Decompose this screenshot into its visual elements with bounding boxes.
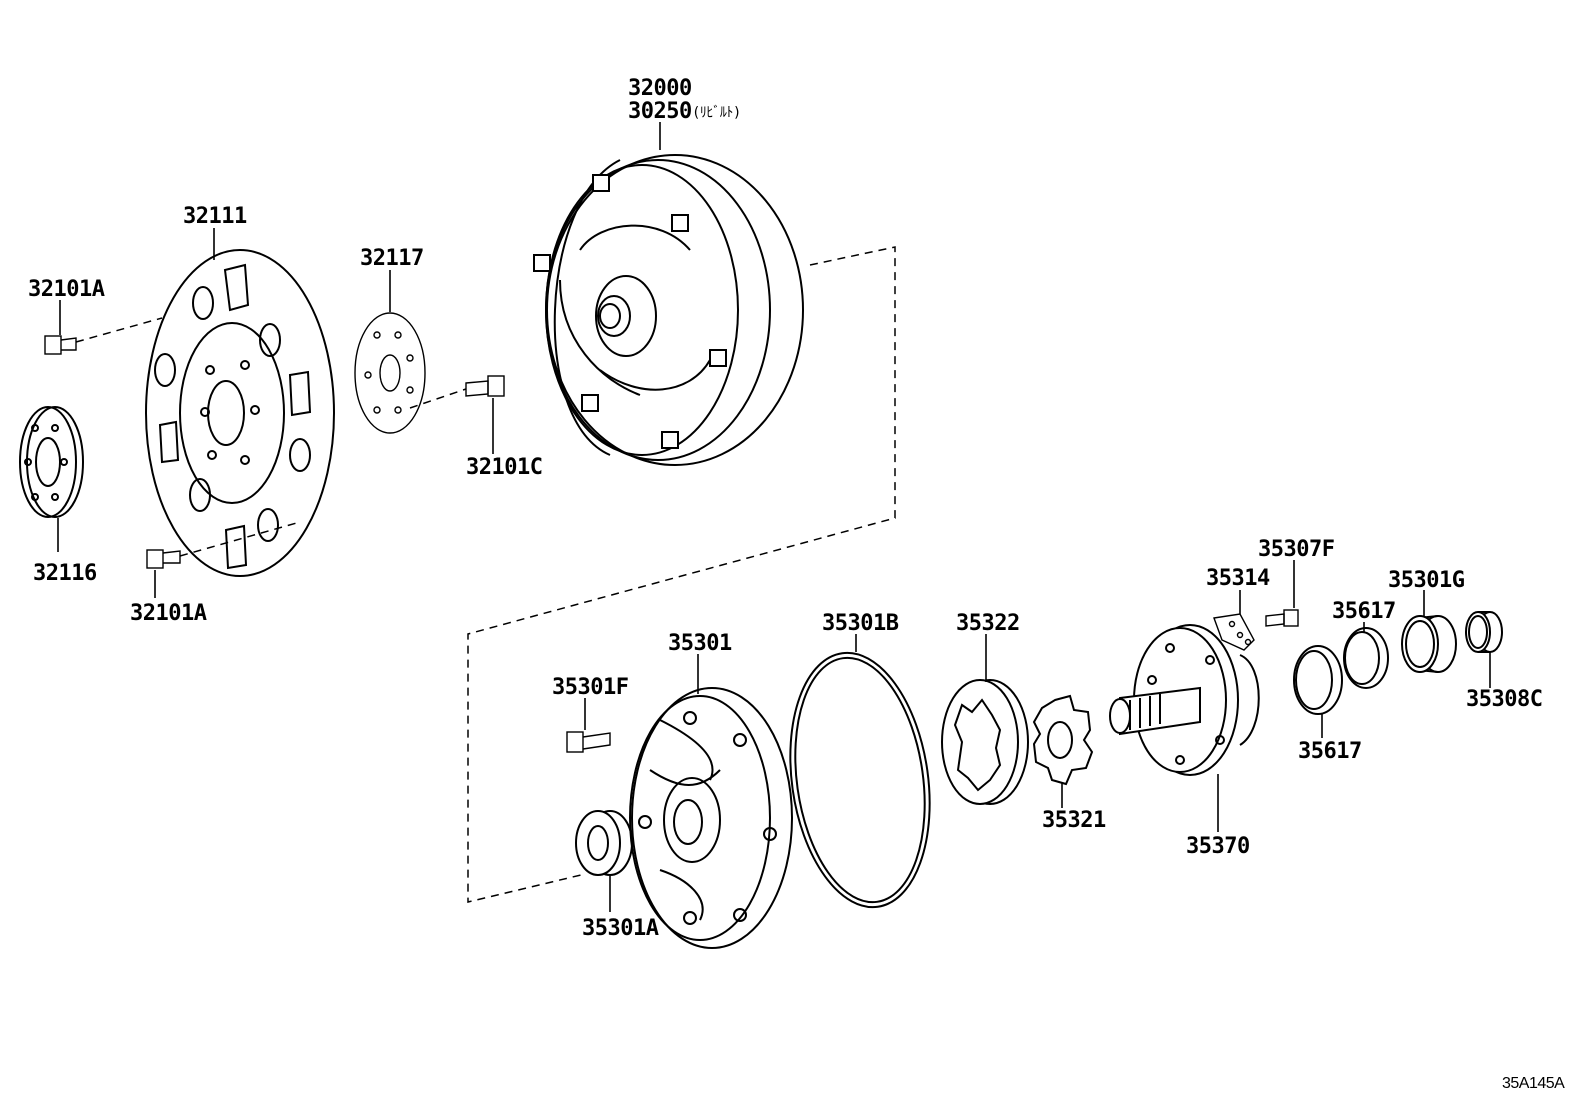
bushing[interactable] xyxy=(1401,615,1457,673)
diagram-code: 35A145A xyxy=(1502,1075,1565,1092)
label-35301B[interactable]: 35301B xyxy=(822,611,899,636)
label-32116[interactable]: 32116 xyxy=(33,561,97,586)
bolt-32101C[interactable] xyxy=(465,375,505,397)
drive-plate[interactable] xyxy=(145,249,335,577)
label-35321[interactable]: 35321 xyxy=(1042,808,1106,833)
seal-ring-2[interactable] xyxy=(1343,627,1389,689)
label-32101C[interactable]: 32101C xyxy=(466,455,543,480)
oil-seal[interactable] xyxy=(575,810,633,876)
stator-shaft[interactable] xyxy=(1109,624,1260,776)
adapter-ring[interactable] xyxy=(19,406,84,518)
label-35370[interactable]: 35370 xyxy=(1186,834,1250,859)
drive-gear[interactable] xyxy=(1032,694,1094,786)
part-labels: 32000 30250 (ﾘﾋﾞﾙﾄ) 32111 32117 32101A 3… xyxy=(28,76,1566,1092)
torque-converter[interactable] xyxy=(533,154,804,466)
label-35617-bottom[interactable]: 35617 xyxy=(1298,739,1362,764)
label-32117[interactable]: 32117 xyxy=(360,246,424,271)
bushing-small[interactable] xyxy=(1465,611,1503,653)
label-35308C[interactable]: 35308C xyxy=(1466,687,1543,712)
label-35314[interactable]: 35314 xyxy=(1206,566,1270,591)
bolt-32101A-top[interactable] xyxy=(44,335,77,355)
label-35301F[interactable]: 35301F xyxy=(552,675,629,700)
lock-plate[interactable] xyxy=(1213,613,1255,651)
label-35617-top[interactable]: 35617 xyxy=(1332,599,1396,624)
assembly-dashed-lines xyxy=(75,246,896,903)
label-32111[interactable]: 32111 xyxy=(183,204,247,229)
label-32101A-bottom[interactable]: 32101A xyxy=(130,601,207,626)
label-35301[interactable]: 35301 xyxy=(668,631,732,656)
oil-pump-body[interactable] xyxy=(629,687,793,949)
label-32000[interactable]: 32000 xyxy=(628,76,692,101)
driven-gear[interactable] xyxy=(941,679,1029,805)
label-32101A-top[interactable]: 32101A xyxy=(28,277,105,302)
o-ring[interactable] xyxy=(775,644,945,916)
bolt-32101A-bottom[interactable] xyxy=(146,549,181,569)
leader-lines xyxy=(57,122,1491,912)
label-35322[interactable]: 35322 xyxy=(956,611,1020,636)
label-35307F[interactable]: 35307F xyxy=(1258,537,1335,562)
label-35301A[interactable]: 35301A xyxy=(582,916,659,941)
spacer-plate[interactable] xyxy=(354,312,426,434)
bolt-35307F[interactable] xyxy=(1265,609,1299,627)
seal-ring-1[interactable] xyxy=(1293,645,1343,715)
label-35301G[interactable]: 35301G xyxy=(1388,568,1465,593)
label-30250-note: (ﾘﾋﾞﾙﾄ) xyxy=(692,105,741,121)
label-30250[interactable]: 30250 xyxy=(628,99,692,124)
bolt-35301F[interactable] xyxy=(566,731,611,753)
